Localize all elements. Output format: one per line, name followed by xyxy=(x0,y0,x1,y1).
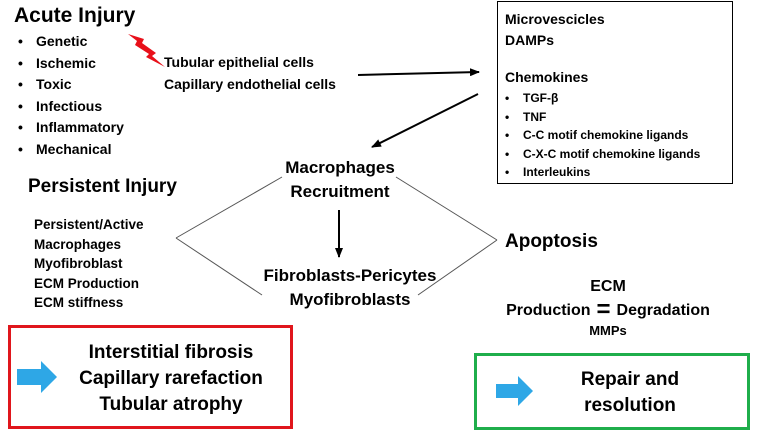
mediators-to-macrophages-arrow xyxy=(371,93,479,148)
recruitment-line: Recruitment xyxy=(290,182,390,201)
mediators-box xyxy=(497,1,733,184)
acute-injury-title: Acute Injury xyxy=(14,4,136,27)
fibrosis-outcome-box xyxy=(8,325,293,429)
fibrosis-outcome-text: Interstitial fibrosis Capillary rarefact… xyxy=(56,340,286,418)
diamond-line-top-right xyxy=(395,176,498,241)
chemokine-list: TGF-β TNF C-C motif chemokine ligands C-… xyxy=(505,89,700,182)
fibroblasts-line: Fibroblasts-Pericytes xyxy=(263,266,437,285)
ecm-equals: = xyxy=(596,296,611,323)
chemokine-item: Interleukins xyxy=(505,163,700,182)
diamond-line-bottom-right xyxy=(417,239,498,296)
myofibroblasts-line: Myofibroblasts xyxy=(289,290,411,309)
persistent-item: Macrophages xyxy=(34,236,122,252)
repair-outcome-line: Repair and xyxy=(580,369,680,390)
repair-outcome-text: Repair and resolution xyxy=(540,367,720,419)
mediator-items: Microvescicles DAMPs xyxy=(505,9,605,51)
chemokines-title: Chemokines xyxy=(505,69,589,85)
mediator-item: DAMPs xyxy=(505,32,555,48)
chemokine-item: TGF-β xyxy=(505,89,700,108)
persistent-item: ECM Production xyxy=(34,275,139,291)
ecm-degradation: Degradation xyxy=(616,302,710,319)
cell-type: Capillary endothelial cells xyxy=(164,76,336,92)
repair-outcome-box xyxy=(474,353,750,430)
cell-type: Tubular epithelial cells xyxy=(164,54,314,70)
diamond-line-bottom-left xyxy=(175,237,263,296)
fibrosis-outcome-item: Capillary rarefaction xyxy=(79,368,263,389)
cause-item: Ischemic xyxy=(18,53,124,75)
chemokine-item: C-C motif chemokine ligands xyxy=(505,126,700,145)
cause-item: Mechanical xyxy=(18,139,124,161)
macrophages-recruitment: Macrophages Recruitment xyxy=(250,156,430,204)
persistent-item: Persistent/Active xyxy=(34,217,144,232)
acute-injury-causes: Genetic Ischemic Toxic Infectious Inflam… xyxy=(18,31,124,160)
ecm-balance: Production = Degradation xyxy=(478,298,738,323)
fibroblasts-myofibroblasts: Fibroblasts-Pericytes Myofibroblasts xyxy=(230,264,470,312)
chemokine-item: C-X-C motif chemokine ligands xyxy=(505,145,700,164)
repair-outcome-line: resolution xyxy=(584,395,676,416)
ecm-label: ECM xyxy=(590,278,626,295)
persistent-injury-items: Persistent/Active Macrophages Myofibrobl… xyxy=(34,215,144,313)
cells-to-mediators-arrow xyxy=(357,68,480,77)
mediator-item: Microvescicles xyxy=(505,11,605,27)
mmps-label: MMPs xyxy=(589,323,627,338)
apoptosis-label: Apoptosis xyxy=(505,231,598,252)
blue-arrow-icon xyxy=(17,361,57,393)
chemokine-item: TNF xyxy=(505,108,700,127)
fibrosis-outcome-item: Tubular atrophy xyxy=(99,394,243,415)
persistent-injury-title: Persistent Injury xyxy=(28,176,177,197)
persistent-item: Myofibroblast xyxy=(34,256,123,271)
fibrosis-outcome-item: Interstitial fibrosis xyxy=(88,342,254,363)
lightning-bolt-icon xyxy=(128,34,165,67)
cause-item: Genetic xyxy=(18,31,124,53)
cause-item: Infectious xyxy=(18,96,124,118)
blue-arrow-icon xyxy=(496,376,533,406)
target-cells: Tubular epithelial cells Capillary endot… xyxy=(164,51,336,95)
macrophages-line: Macrophages xyxy=(285,158,395,177)
cause-item: Inflammatory xyxy=(18,117,124,139)
ecm-production: Production xyxy=(506,302,591,319)
diamond-line-top-left xyxy=(175,176,283,239)
persistent-item: ECM stiffness xyxy=(34,295,124,310)
cause-item: Toxic xyxy=(18,74,124,96)
